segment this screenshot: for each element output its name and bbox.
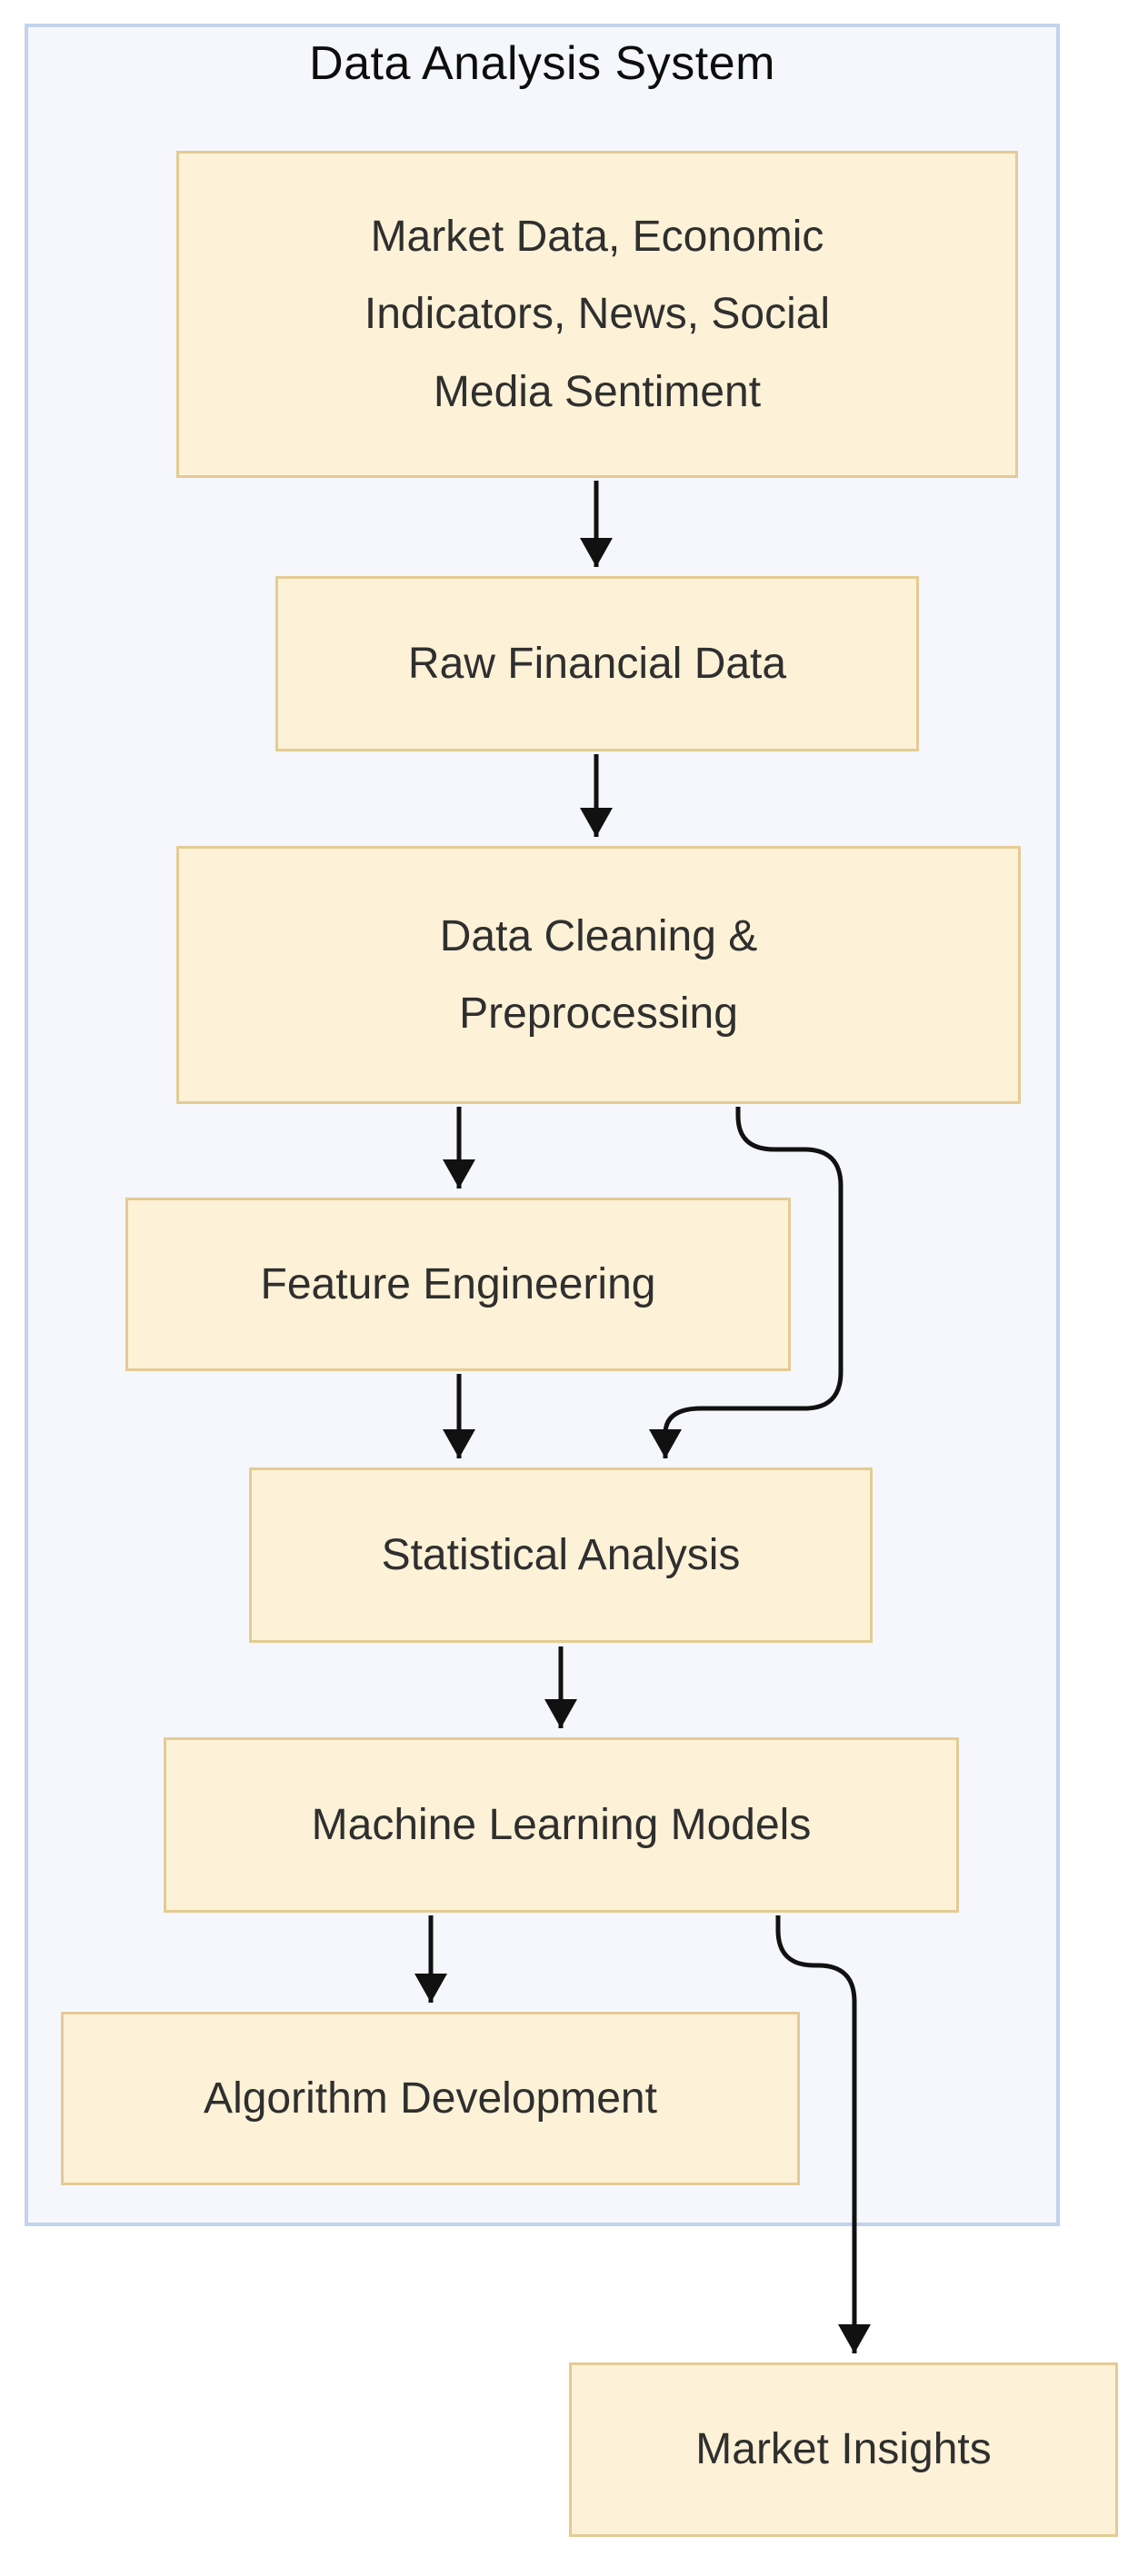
node-label: Raw Financial Data — [407, 639, 787, 688]
diagram-title: Data Analysis System — [309, 37, 775, 90]
node-label: Algorithm Development — [204, 2074, 657, 2123]
node-data-cleaning-preprocessing: Data Cleaning & Preprocessing — [176, 846, 1021, 1104]
node-label: Data Cleaning & Preprocessing — [439, 911, 758, 1038]
node-feature-engineering: Feature Engineering — [125, 1198, 791, 1371]
node-algorithm-development: Algorithm Development — [61, 2012, 800, 2185]
node-label: Market Data, Economic Indicators, News, … — [364, 212, 831, 416]
node-raw-financial-data: Raw Financial Data — [275, 576, 919, 751]
node-label: Machine Learning Models — [311, 1800, 812, 1849]
node-label: Feature Engineering — [260, 1259, 656, 1308]
node-label: Market Insights — [695, 2425, 992, 2474]
node-statistical-analysis: Statistical Analysis — [249, 1467, 873, 1643]
node-label: Statistical Analysis — [381, 1530, 741, 1579]
node-machine-learning-models: Machine Learning Models — [164, 1737, 959, 1913]
node-market-data-sources: Market Data, Economic Indicators, News, … — [176, 151, 1018, 478]
node-market-insights: Market Insights — [569, 2362, 1118, 2537]
